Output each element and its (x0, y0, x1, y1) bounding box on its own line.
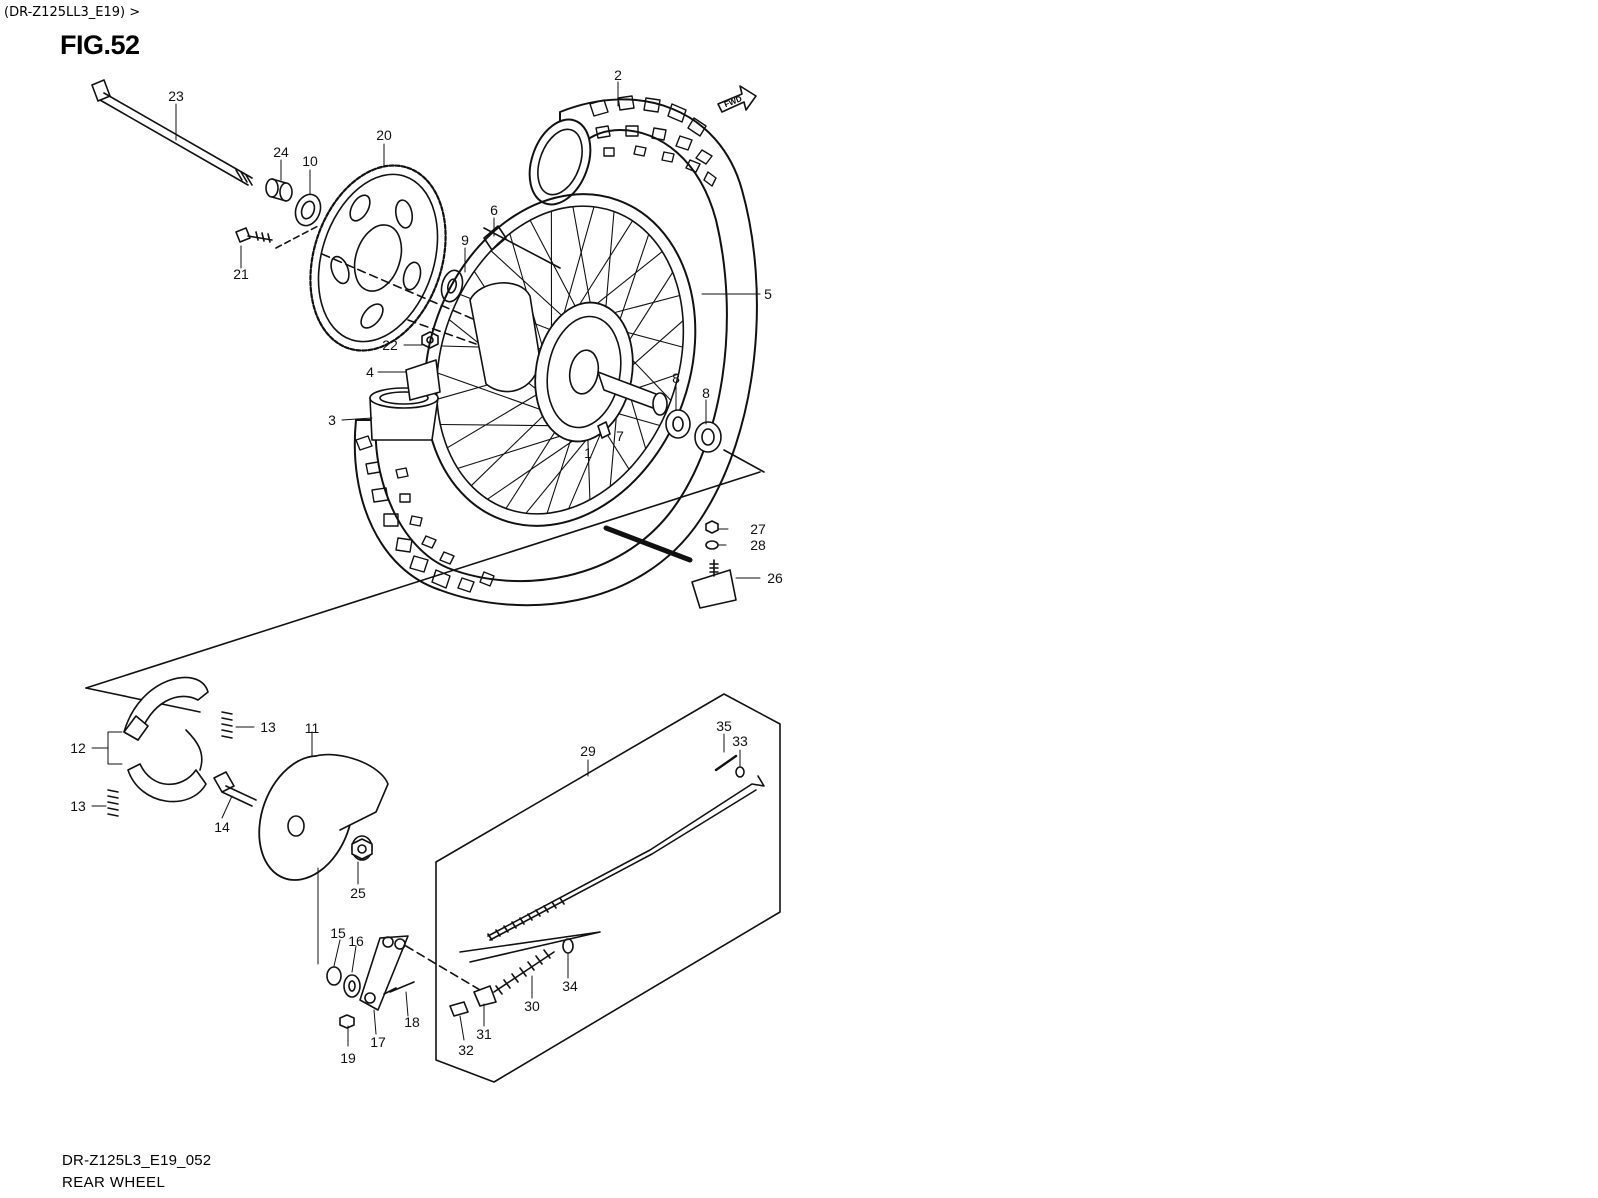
callout-9: 9 (461, 232, 469, 248)
callout-30: 30 (524, 998, 540, 1014)
callout-4: 4 (366, 364, 374, 380)
nut-part-25 (351, 838, 373, 860)
spring-part-13a (221, 711, 233, 739)
brake-cam-part-14 (213, 771, 257, 807)
callout-26: 26 (767, 570, 783, 586)
callout-25: 25 (350, 885, 366, 901)
callout-1: 1 (584, 445, 592, 461)
callout-22: 22 (382, 337, 398, 353)
callout-11: 11 (305, 720, 320, 736)
bearing-part-8b (694, 421, 722, 453)
callout-3: 3 (328, 412, 336, 428)
washer-part-15 (326, 966, 342, 986)
brake-shoe-part-12 (123, 676, 209, 803)
callout-34: 34 (562, 978, 578, 994)
callout-31: 31 (476, 1026, 492, 1042)
callout-18: 18 (404, 1014, 420, 1030)
callout-19: 19 (340, 1050, 356, 1066)
callout-13a: 13 (260, 719, 276, 735)
callout-28: 28 (750, 537, 766, 553)
washer-part-28 (705, 540, 719, 550)
bolt-part-21 (235, 225, 319, 249)
callout-2: 2 (614, 67, 622, 83)
callout-27: 27 (750, 521, 766, 537)
seal-part-10 (294, 193, 322, 227)
callout-29: 29 (580, 743, 596, 759)
breadcrumb-header: (DR-Z125LL3_E19) > (4, 5, 141, 20)
callout-33: 33 (732, 733, 748, 749)
spoke (490, 250, 569, 323)
rim-lock-part-26 (603, 525, 737, 609)
callout-35: 35 (716, 718, 732, 734)
callout-12: 12 (70, 740, 86, 756)
spoke (470, 404, 556, 487)
nut-part-27 (705, 520, 719, 534)
spoke (529, 219, 582, 317)
callout-13b: 13 (70, 798, 86, 814)
callout-20: 20 (376, 127, 392, 143)
callout-17: 17 (370, 1034, 386, 1050)
axle-part-23 (91, 79, 253, 186)
rim-band-part-4 (405, 359, 441, 401)
tire-part-2 (353, 95, 758, 607)
figure-title: FIG.52 (60, 30, 140, 60)
callout-labels: 1 2 3 4 5 6 7 8 8 9 10 11 12 13 13 14 15… (70, 67, 783, 1066)
callout-5: 5 (764, 286, 772, 302)
callout-21: 21 (233, 266, 249, 282)
callout-24: 24 (273, 144, 289, 160)
spoke-nipple-part-6 (483, 225, 561, 269)
collar-part-24 (265, 178, 293, 202)
brake-panel-part-11 (258, 753, 389, 881)
callout-16: 16 (348, 933, 364, 949)
nut-part-19 (339, 1014, 355, 1029)
diagram-name: REAR WHEEL (62, 1174, 166, 1191)
guide-line (85, 471, 761, 689)
sprocket-part-20 (309, 164, 481, 352)
spoke (572, 206, 594, 319)
spoke (446, 386, 550, 449)
hub-part-1 (469, 282, 668, 443)
callout-7: 7 (616, 428, 624, 444)
diagram-code: DR-Z125L3_E19_052 (62, 1152, 212, 1169)
spoke (558, 206, 595, 333)
callout-10: 10 (302, 153, 318, 169)
callout-32: 32 (458, 1042, 474, 1058)
bolt-part-7 (597, 421, 611, 439)
washer-part-16 (343, 974, 361, 998)
spring-part-13b (107, 789, 119, 817)
callout-6: 6 (490, 202, 498, 218)
bolt-part-18 (383, 981, 415, 995)
fwd-arrow-icon (717, 85, 757, 113)
leader-lines (91, 81, 761, 1047)
callout-23: 23 (168, 88, 184, 104)
callout-15: 15 (330, 925, 346, 941)
brake-arm-part-17 (359, 935, 409, 1011)
callout-8b: 8 (702, 385, 710, 401)
brake-rod-assembly-part-29 (435, 693, 781, 1083)
bearing-part-8a (665, 409, 691, 439)
callout-14: 14 (214, 819, 230, 835)
callout-8a: 8 (672, 370, 680, 386)
